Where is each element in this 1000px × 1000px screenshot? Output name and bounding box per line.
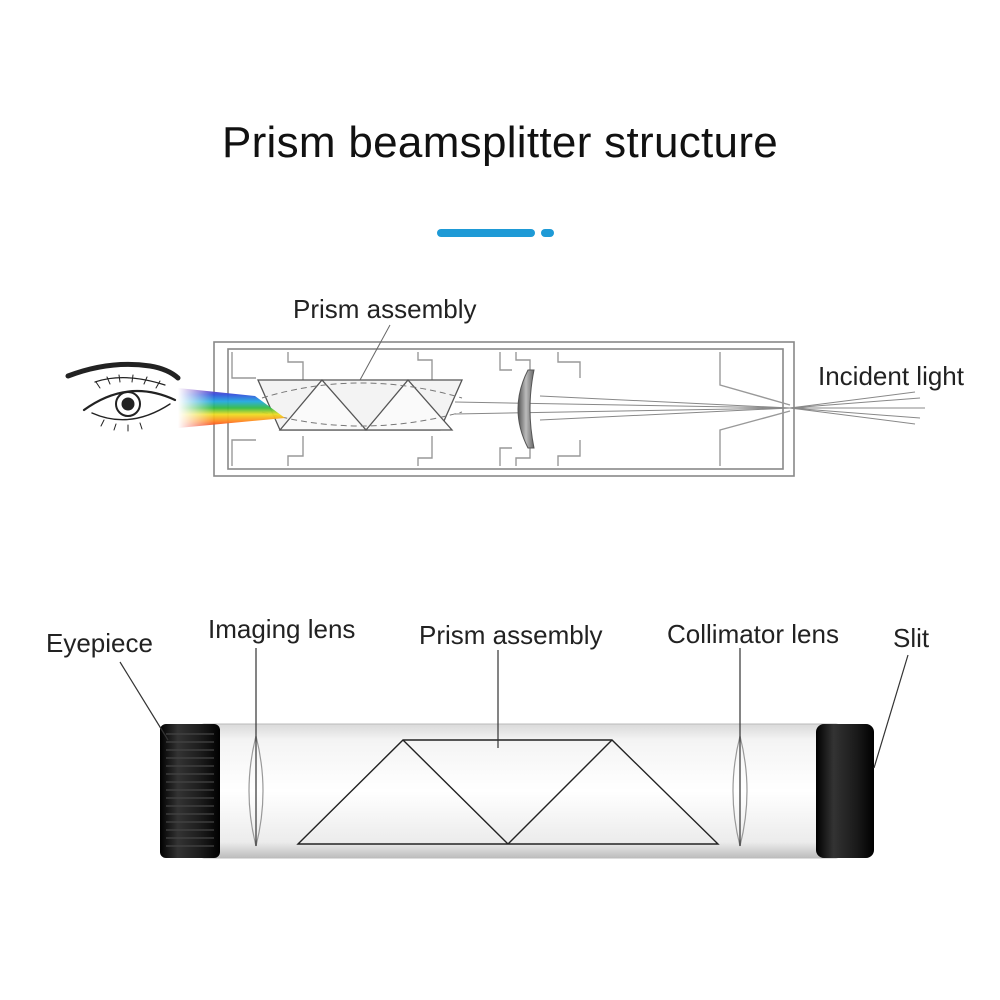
light-rays <box>454 391 925 425</box>
slit-cap <box>816 724 874 858</box>
eye-icon <box>65 361 181 432</box>
prism-photo-shape <box>296 739 720 845</box>
prism-dashed-rays <box>261 382 463 427</box>
internal-baffles <box>231 352 791 466</box>
label-eyepiece: Eyepiece <box>46 628 153 658</box>
collimator-lens-shape <box>517 369 535 449</box>
label-incident-light: Incident light <box>818 361 964 391</box>
page-title: Prism beamsplitter structure <box>221 118 779 167</box>
prism-leader-line <box>359 324 391 381</box>
prism-assembly-shape <box>257 379 463 431</box>
label-prism-assembly-top: Prism assembly <box>293 294 477 324</box>
label-collimator-lens: Collimator lens <box>667 619 839 649</box>
accent-bar-dot <box>541 229 554 237</box>
label-prism-assembly-bottom: Prism assembly <box>419 620 603 650</box>
label-slit: Slit <box>893 623 930 653</box>
spectroscope-tube <box>160 723 874 859</box>
label-imaging-lens: Imaging lens <box>208 614 356 644</box>
accent-bar-long <box>437 229 535 237</box>
bottom-leader-lines <box>119 648 909 846</box>
